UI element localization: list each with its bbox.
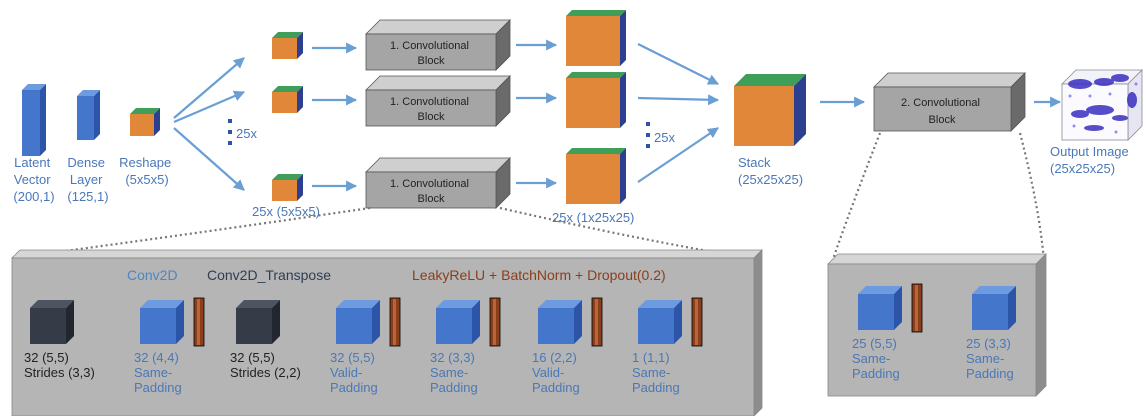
flow-arrows (173, 39, 1062, 192)
ellipsis-dots-2 (646, 122, 650, 148)
conv2d-transpose-cube-icon (30, 300, 74, 344)
activation-bar-icon (691, 297, 703, 347)
latent-label: Latent Vector (200,1) (13, 155, 54, 204)
dense-label: Dense Layer (125,1) (67, 155, 108, 204)
layer-1: 32 (5,5)Strides (3,3) (24, 300, 95, 380)
layer-1: 25 (5,5)Same-Padding (852, 283, 923, 381)
ellipsis-dots-1 (228, 119, 232, 145)
conv-block-1-panel (11, 249, 763, 416)
count-mid-label: 25x (654, 130, 675, 145)
small-cube-3 (272, 174, 303, 201)
zoom-lines (11, 132, 1046, 263)
small-cube-2 (272, 86, 303, 113)
layer-label: 16 (2,2)Valid-Padding (532, 350, 580, 395)
conv2d-cube-icon (638, 300, 682, 344)
conv2d-cube-icon (336, 300, 380, 344)
dense-layer-bar (77, 90, 100, 140)
small-cube-1 (272, 32, 303, 59)
activation-bar-icon (489, 297, 501, 347)
count-top-label: 25x (236, 126, 257, 141)
layer-label: 1 (1,1)Same-Padding (632, 350, 680, 395)
activation-bar-icon (193, 297, 205, 347)
activation-bar-icon (389, 297, 401, 347)
layer-2: 25 (3,3)Same-Padding (966, 286, 1016, 381)
output-cube-1 (566, 10, 626, 66)
layer-label: 32 (5,5)Valid-Padding (330, 350, 378, 395)
layer-6: 16 (2,2)Valid-Padding (532, 297, 603, 395)
latent-vector-bar (22, 84, 46, 156)
layer-label: 32 (5,5)Strides (2,2) (230, 350, 301, 380)
output-image-cube (1061, 69, 1143, 141)
layer-label: 25 (3,3)Same-Padding (966, 336, 1014, 381)
conv-block-2-label: 2. Convolutional Block (901, 97, 983, 126)
conv-block-1b (365, 75, 511, 127)
legend-transpose: Conv2D_Transpose (207, 267, 331, 283)
activation-bar-icon (911, 283, 923, 333)
output-image-label: Output Image (25x25x25) (1050, 144, 1132, 176)
activation-bar-icon (591, 297, 603, 347)
layer-label: 25 (5,5)Same-Padding (852, 336, 900, 381)
layer-label: 32 (5,5)Strides (3,3) (24, 350, 95, 380)
conv2d-cube-icon (140, 300, 184, 344)
conv2d-transpose-cube-icon (236, 300, 280, 344)
layer-4: 32 (5,5)Valid-Padding (330, 297, 401, 395)
conv2d-cube-icon (858, 286, 902, 330)
conv-block-1c-label: 1. Convolutional Block (390, 178, 472, 205)
layer-label: 32 (3,3)Same-Padding (430, 350, 478, 395)
conv-block-2 (873, 72, 1026, 132)
reshape-label: Reshape (5x5x5) (119, 155, 175, 187)
conv-block-1a-label: 1. Convolutional Block (390, 40, 472, 67)
legend-conv2d: Conv2D (127, 267, 178, 283)
conv-block-1a (365, 19, 511, 71)
conv-block-1c (365, 157, 511, 209)
legend-activation: LeakyReLU + BatchNorm + Dropout(0.2) (412, 267, 666, 283)
conv-block-1b-label: 1. Convolutional Block (390, 96, 472, 123)
layer-3: 32 (5,5)Strides (2,2) (230, 300, 301, 380)
layer-7: 1 (1,1)Same-Padding (632, 297, 703, 395)
output-cube-2 (566, 72, 626, 128)
block-1-layers: 32 (5,5)Strides (3,3) 32 (4,4)Same-Paddin… (24, 297, 703, 395)
stack-cube (734, 74, 806, 146)
reshape-cube (130, 108, 160, 136)
count-out-label: 25x (1x25x25) (552, 210, 634, 225)
conv2d-cube-icon (436, 300, 480, 344)
stack-label: Stack (25x25x25) (738, 155, 803, 187)
layer-5: 32 (3,3)Same-Padding (430, 297, 501, 395)
output-cube-3 (566, 148, 626, 204)
layer-label: 32 (4,4)Same-Padding (134, 350, 182, 395)
count-bottom-label: 25x (5x5x5) (252, 204, 320, 219)
layer-2: 32 (4,4)Same-Padding (134, 297, 205, 395)
block-2-layers: 25 (5,5)Same-Padding 25 (3,3)Same-Padding (852, 283, 1016, 381)
conv2d-cube-icon (538, 300, 582, 344)
conv2d-cube-icon (972, 286, 1016, 330)
